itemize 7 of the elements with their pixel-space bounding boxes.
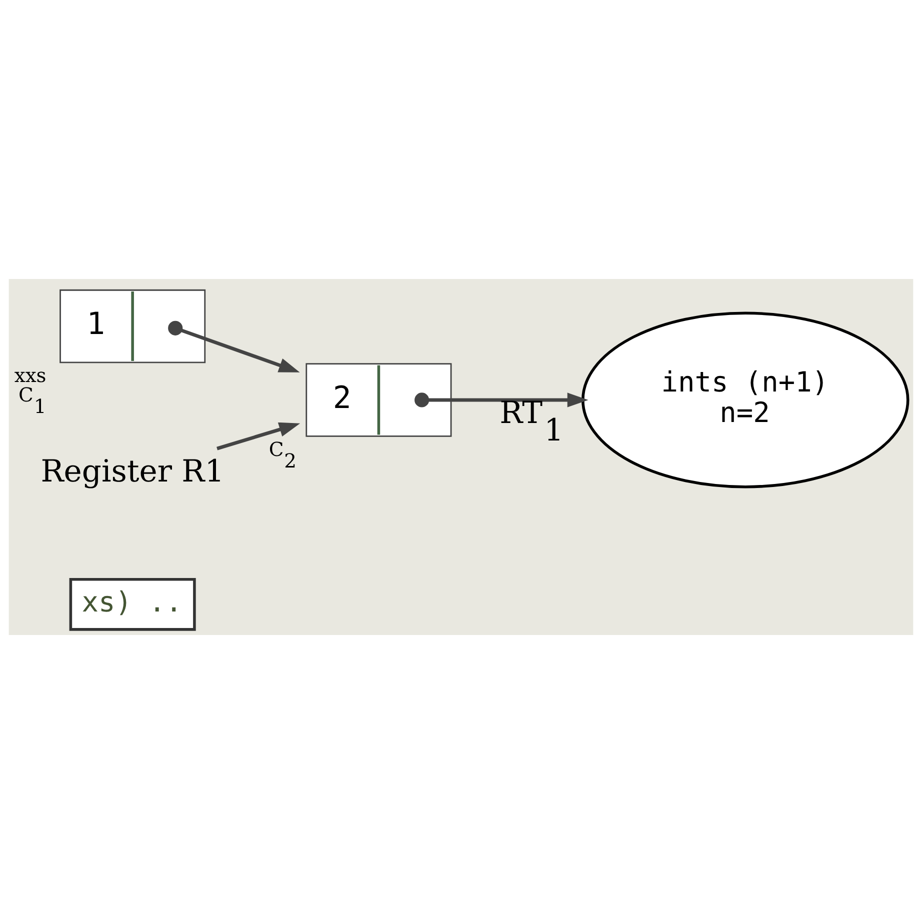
node-text: Register R1 bbox=[40, 454, 224, 489]
arrow bbox=[216, 422, 300, 450]
node-box: xs) .. bbox=[69, 577, 196, 630]
node-label: xxs bbox=[14, 364, 46, 387]
node-ellipse: ints (n+1) n=2 bbox=[582, 311, 910, 488]
arrow bbox=[168, 320, 300, 372]
arrow bbox=[414, 392, 588, 407]
